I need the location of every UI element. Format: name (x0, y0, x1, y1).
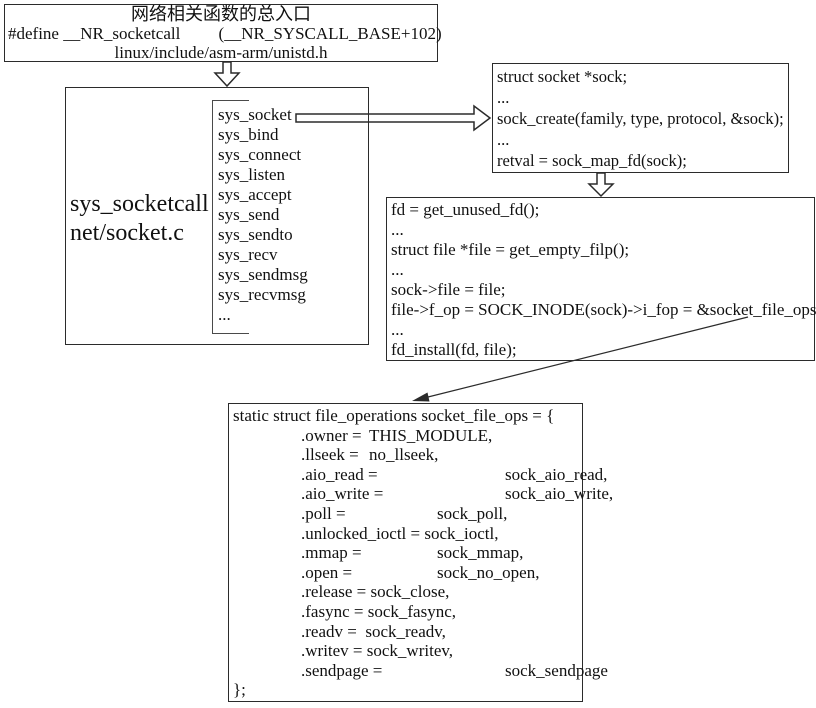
code-line: sock->file = file; (391, 280, 506, 299)
arrow-sock-create-to-map-fd-icon (587, 172, 615, 198)
syscall-item: sys_sendmsg (218, 265, 308, 284)
entry-box: 网络相关函数的总入口 #define __NR_socketcall (__NR… (4, 4, 442, 62)
syscall-item: sys_connect (218, 145, 302, 164)
dispatcher-source-file: net/socket.c (70, 220, 184, 246)
file-ops-box: static struct file_operations socket_fil… (228, 403, 614, 702)
code-line: .llseek = no_llseek, (233, 445, 439, 465)
syscall-item: sys_accept (218, 185, 292, 204)
syscall-item: sys_socket (218, 105, 292, 124)
entry-define-line: #define __NR_socketcall (__NR_SYSCALL_BA… (8, 24, 442, 43)
entry-path-line: linux/include/asm-arm/unistd.h (114, 43, 328, 62)
dispatcher-function-name: sys_socketcall (70, 191, 209, 217)
code-line: .open = sock_no_open, (233, 562, 540, 582)
code-line: fd = get_unused_fd(); (391, 200, 540, 219)
syscall-item: sys_sendto (218, 225, 293, 244)
arrow-fop-to-file-ops-head-icon (412, 392, 430, 402)
syscall-item: sys_recv (218, 245, 278, 264)
code-line: .sendpage = sock_sendpage (233, 660, 608, 680)
code-line: retval = sock_map_fd(sock); (497, 151, 687, 170)
syscall-item: sys_send (218, 205, 280, 224)
code-line: .poll = sock_poll, (233, 503, 508, 523)
code-line: .aio_read = sock_aio_read, (233, 464, 608, 484)
sock-create-box: struct socket *sock;... sock_create(famil… (492, 63, 789, 173)
code-line: ... (391, 320, 404, 339)
code-line: .writev = sock_writev, (233, 641, 454, 661)
code-line: ... (391, 220, 404, 239)
code-line: .mmap = sock_mmap, (233, 543, 524, 563)
code-line: .fasync = sock_fasync, (233, 601, 456, 621)
code-line: .aio_write = sock_aio_write, (233, 484, 614, 504)
code-line: ... (391, 260, 404, 279)
arrow-entry-to-dispatcher-icon (213, 61, 241, 88)
code-line: }; (233, 680, 246, 700)
code-line: .owner = THIS_MODULE, (233, 425, 493, 445)
syscall-item: sys_listen (218, 165, 286, 184)
code-line: .unlocked_ioctl = sock_ioctl, (233, 523, 499, 543)
code-line: ... (497, 88, 510, 107)
code-line: ... (497, 130, 510, 149)
code-line: sock_create(family, type, protocol, &soc… (497, 109, 784, 128)
syscall-bracket (212, 100, 249, 334)
code-line: struct socket *sock; (497, 67, 628, 86)
syscall-item: sys_recvmsg (218, 285, 306, 304)
syscall-item: ... (218, 305, 231, 324)
code-line: .release = sock_close, (233, 582, 450, 602)
sock-map-fd-box: fd = get_unused_fd();...struct file *fil… (386, 197, 816, 361)
code-line: .readv = sock_readv, (233, 621, 446, 641)
code-line: file->f_op = SOCK_INODE(sock)->i_fop = &… (391, 300, 816, 319)
code-line: static struct file_operations socket_fil… (233, 406, 555, 425)
dispatcher-label: sys_socketcall net/socket.c (70, 190, 209, 248)
code-line: fd_install(fd, file); (391, 340, 517, 359)
syscall-item: sys_bind (218, 125, 279, 144)
code-line: struct file *file = get_empty_filp(); (391, 240, 630, 259)
entry-title: 网络相关函数的总入口 (131, 4, 311, 24)
